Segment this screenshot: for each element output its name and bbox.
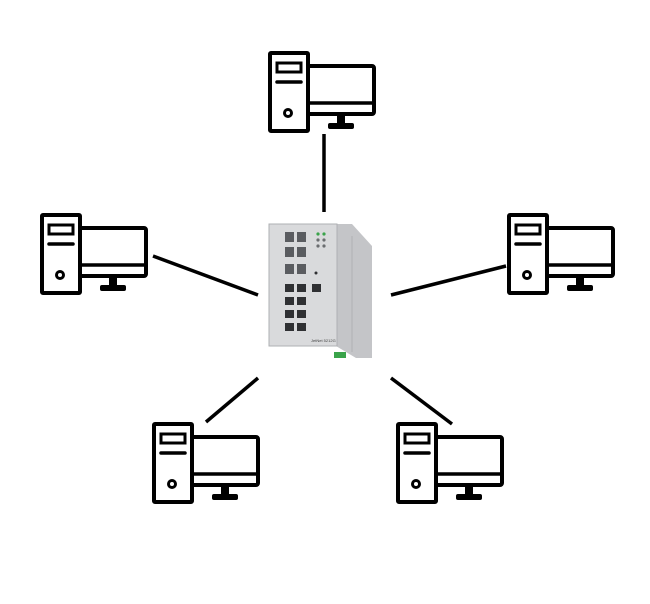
network-switch: JetNet 5212G — [268, 223, 372, 358]
switch-model-label: JetNet 5212G — [311, 338, 336, 343]
link-bottom-left — [204, 376, 260, 424]
sfp-ports — [285, 232, 306, 274]
status-leds — [316, 232, 326, 248]
switch-side-panel — [336, 224, 372, 358]
link-left — [152, 254, 259, 297]
link-bottom-right — [389, 376, 454, 426]
ethernet-ports — [285, 284, 306, 331]
reset-button — [314, 271, 318, 275]
console-port — [312, 284, 321, 292]
link-right — [390, 264, 507, 297]
power-terminal — [334, 352, 346, 358]
